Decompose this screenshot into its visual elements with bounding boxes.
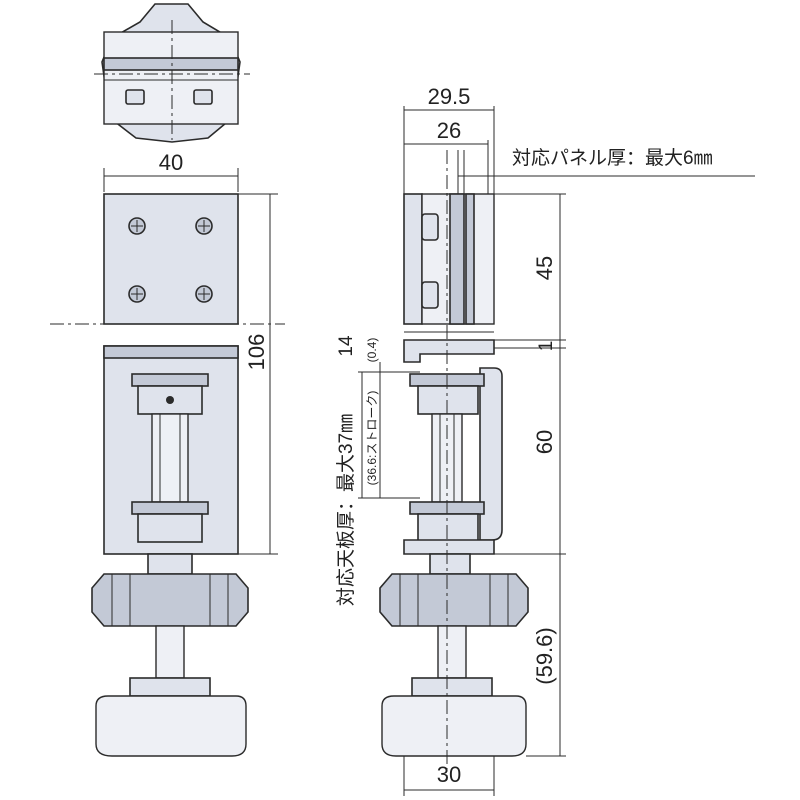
table-thickness-note: 対応天板厚：最大37㎜ bbox=[335, 414, 357, 606]
dim-59-6-label: (59.6) bbox=[532, 627, 557, 684]
dim-40-label: 40 bbox=[159, 150, 183, 175]
dim-30-label: 30 bbox=[437, 762, 461, 787]
panel-thickness-note: 対応パネル厚：最大6㎜ bbox=[512, 147, 713, 169]
dim-14-label: 14 bbox=[336, 335, 357, 357]
dim-bottom-width: 30 bbox=[403, 756, 495, 796]
screw-icon bbox=[128, 217, 213, 303]
stroke-note: (36.6:ストローク) bbox=[365, 391, 379, 486]
dim-04-label: (0.4) bbox=[365, 338, 379, 363]
dim-106-label: 106 bbox=[244, 334, 269, 371]
dim-1-label: 1 bbox=[536, 341, 557, 352]
dim-top-width: 40 bbox=[103, 150, 239, 192]
dim-60-label: 60 bbox=[532, 430, 557, 454]
top-view bbox=[94, 3, 250, 143]
dim-total-height: 106 bbox=[238, 193, 278, 555]
dim-26-label: 26 bbox=[437, 118, 461, 143]
dim-right-heights: 45 1 60 (59.6) bbox=[494, 193, 566, 757]
side-view bbox=[379, 193, 529, 757]
dim-45-label: 45 bbox=[532, 256, 557, 280]
dim-29-5-label: 29.5 bbox=[428, 84, 471, 109]
front-view bbox=[50, 193, 285, 757]
panel-note: 対応パネル厚：最大6㎜ bbox=[457, 147, 755, 194]
dim-side-widths: 29.5 26 bbox=[403, 84, 495, 194]
